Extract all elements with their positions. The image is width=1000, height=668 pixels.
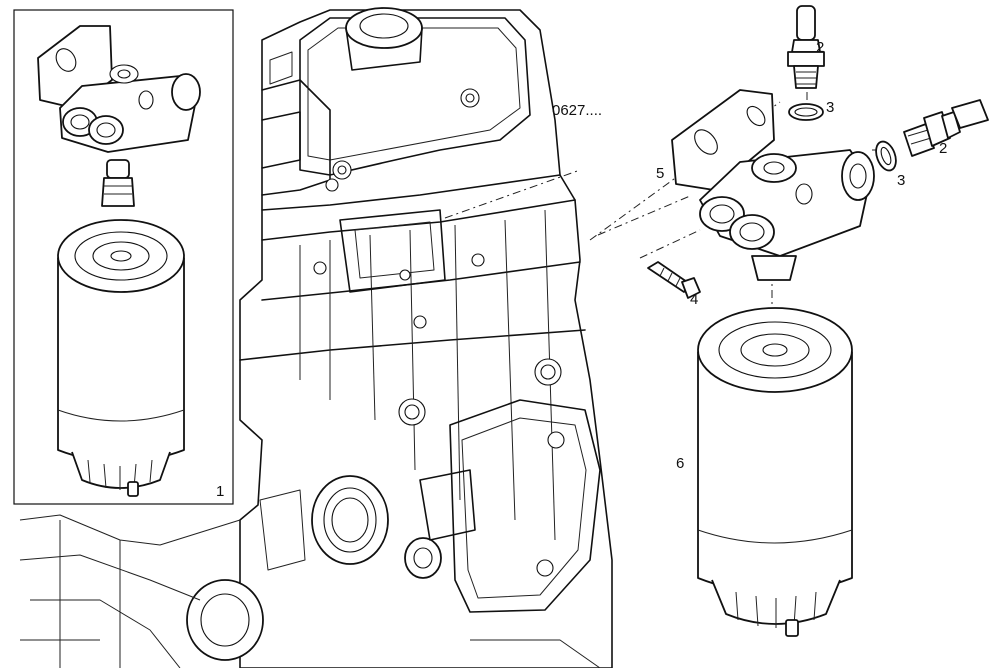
callout-kit: 1 — [216, 483, 224, 500]
seal-top — [788, 103, 824, 121]
callout-seal-top: 3 — [826, 99, 834, 116]
inset-filter-cartridge — [57, 219, 185, 497]
filter-cartridge — [697, 307, 853, 637]
kit-inset-box: 1 — [13, 9, 234, 505]
callout-filter: 6 — [676, 455, 684, 472]
reference-code: 0627.... — [552, 102, 602, 119]
callout-fitting-right: 2 — [939, 140, 947, 157]
engine-block — [19, 7, 613, 668]
fitting-top — [787, 5, 825, 89]
callout-screw: 4 — [690, 291, 698, 308]
callout-fitting-top: 2 — [816, 39, 824, 56]
filter-support — [671, 89, 875, 281]
inset-filter-support — [37, 25, 201, 153]
fitting-right — [903, 99, 989, 157]
callout-seal-right: 3 — [897, 172, 905, 189]
seal-right — [875, 140, 897, 172]
screw — [647, 261, 701, 299]
callout-support: 5 — [656, 165, 664, 182]
inset-nipple — [101, 159, 135, 207]
